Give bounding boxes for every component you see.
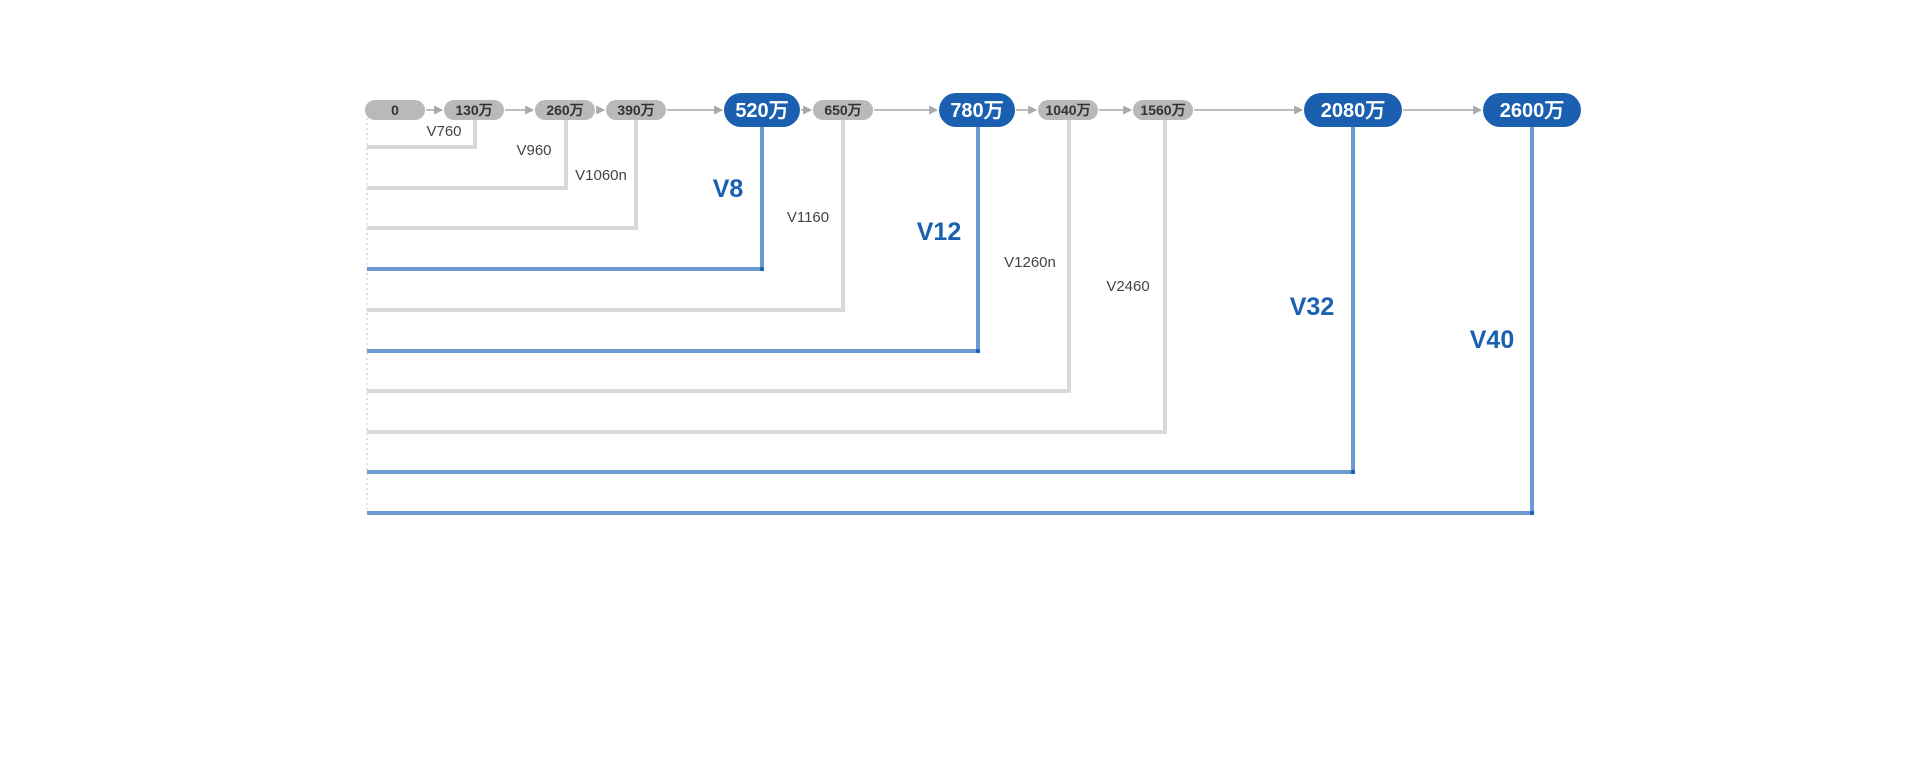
threshold-node-2080: 2080万 (1304, 93, 1402, 127)
range-bracket-v1060n (367, 110, 638, 230)
threshold-node-520: 520万 (724, 93, 800, 127)
node-label: 520万 (735, 100, 788, 122)
node-pill (1038, 100, 1098, 120)
bracket-corner-dot (759, 266, 765, 272)
bracket-corner-dot (1350, 469, 1356, 475)
node-pill (606, 100, 666, 120)
threshold-nodes: 0 130万 260万 390万 520万 650万 780万 1040万 1560万 2080万… (365, 93, 1581, 127)
threshold-node-1560: 1560万 (1133, 100, 1193, 120)
threshold-node-2600: 2600万 (1483, 93, 1581, 127)
range-label-v1160: V1160 (787, 209, 829, 226)
range-label-v960: V960 (516, 142, 551, 159)
range-bracket-v2460 (367, 110, 1167, 434)
node-label: 390万 (617, 102, 654, 118)
range-bracket-v32 (367, 110, 1355, 474)
node-pill (1133, 100, 1193, 120)
range-bracket-v1260n (367, 110, 1071, 393)
threshold-node-130: 130万 (444, 100, 504, 120)
node-label: 2600万 (1500, 100, 1565, 122)
node-pill (813, 100, 873, 120)
node-label: 650万 (824, 102, 861, 118)
range-label-v1260n: V1260n (1004, 254, 1056, 271)
node-label: 780万 (950, 100, 1003, 122)
node-label: 1560万 (1140, 102, 1185, 118)
range-label-v40: V40 (1470, 326, 1514, 354)
range-label-v12: V12 (917, 218, 961, 246)
node-pill (365, 100, 425, 120)
node-pill (939, 93, 1015, 127)
node-label: 2080万 (1321, 100, 1386, 122)
node-pill (1483, 93, 1581, 127)
threshold-node-650: 650万 (813, 100, 873, 120)
range-label-v2460: V2460 (1106, 278, 1149, 295)
range-bracket-v960 (367, 110, 568, 190)
node-pill (444, 100, 504, 120)
range-brackets (367, 110, 1535, 516)
range-label-v32: V32 (1290, 293, 1334, 321)
range-bracket-v760 (367, 110, 477, 149)
threshold-node-780: 780万 (939, 93, 1015, 127)
node-label: 130万 (455, 102, 492, 118)
threshold-node-0: 0 (365, 100, 425, 120)
node-pill (535, 100, 595, 120)
threshold-node-260: 260万 (535, 100, 595, 120)
range-label-v760: V760 (426, 123, 461, 140)
node-label: 260万 (546, 102, 583, 118)
node-pill (1304, 93, 1402, 127)
range-label-v1060n: V1060n (575, 167, 627, 184)
threshold-node-390: 390万 (606, 100, 666, 120)
range-bracket-v1160 (367, 110, 845, 312)
node-pill (724, 93, 800, 127)
node-label: 1040万 (1045, 102, 1090, 118)
bracket-corner-dot (1529, 510, 1535, 516)
node-label: 0 (391, 102, 399, 118)
bracket-corner-dot (975, 348, 981, 354)
threshold-node-1040: 1040万 (1038, 100, 1098, 120)
range-label-v8: V8 (713, 175, 744, 203)
